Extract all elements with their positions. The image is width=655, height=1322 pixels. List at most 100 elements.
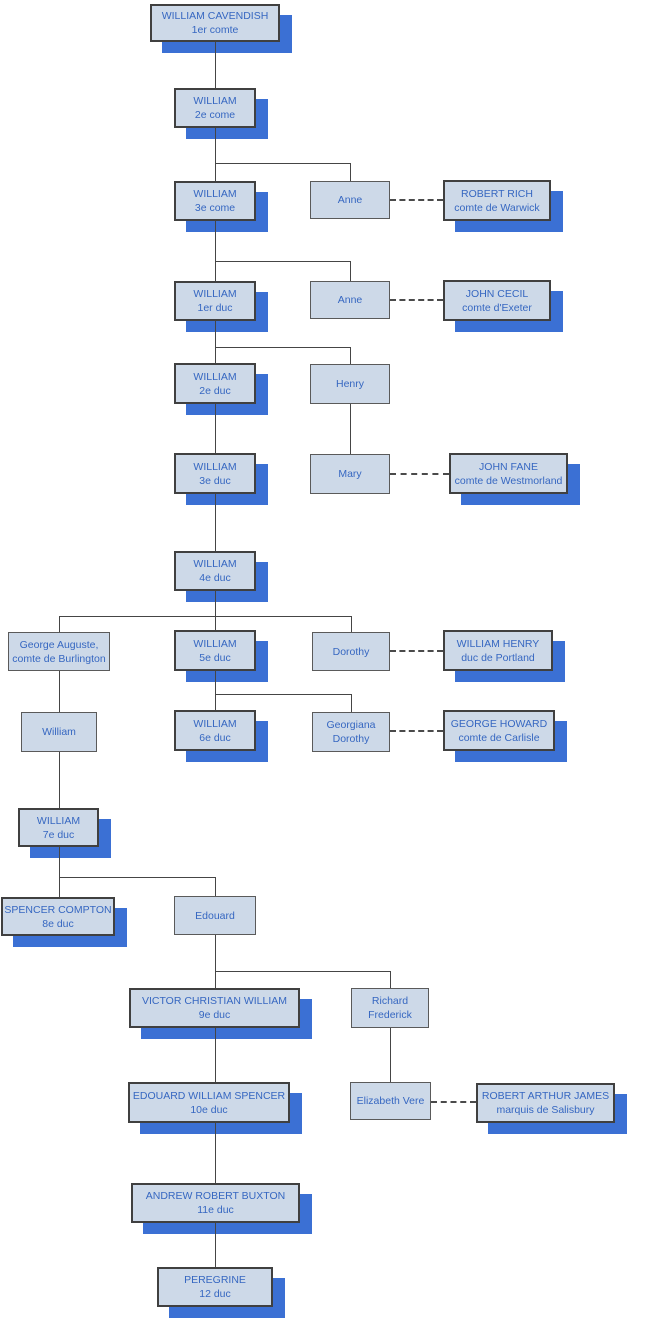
connector-line bbox=[215, 261, 350, 262]
node-william-7e-duc: WILLIAM 7e duc bbox=[18, 808, 99, 847]
connector-line bbox=[215, 971, 390, 972]
connector-line bbox=[215, 935, 216, 988]
connector-line bbox=[215, 128, 216, 181]
person-title: comte d'Exeter bbox=[462, 301, 532, 314]
person-name: SPENCER COMPTON bbox=[4, 903, 112, 916]
person-name: GEORGE HOWARD bbox=[450, 717, 548, 730]
person-title: 1er comte bbox=[191, 24, 239, 36]
person-name: WILLIAM bbox=[193, 95, 237, 107]
person-title: 2e duc bbox=[199, 384, 231, 397]
person-title: comte de Warwick bbox=[454, 201, 540, 214]
person-name: JOHN CECIL bbox=[465, 287, 529, 300]
person-title: comte de Westmorland bbox=[454, 474, 563, 487]
connector-line bbox=[390, 1028, 391, 1082]
node-william-fils: William bbox=[21, 712, 97, 752]
node-georgiana-dorothy: Georgiana Dorothy bbox=[312, 712, 390, 752]
person-name: Georgiana bbox=[326, 719, 376, 731]
person-name: Henry bbox=[335, 378, 364, 390]
connector-line bbox=[59, 877, 215, 878]
person-name: Anne bbox=[337, 294, 363, 306]
marriage-dashed-line bbox=[390, 199, 443, 201]
node-william-2e-come: WILLIAM 2e come bbox=[174, 88, 256, 128]
person-title: 6e duc bbox=[199, 731, 231, 744]
person-name: William bbox=[42, 726, 76, 738]
person-title: 4e duc bbox=[199, 572, 231, 584]
connector-line bbox=[215, 494, 216, 551]
node-mary: Mary bbox=[310, 454, 390, 494]
connector-line bbox=[59, 616, 60, 632]
node-george-howard: GEORGE HOWARD comte de Carlisle bbox=[443, 710, 555, 751]
person-title: comte de Carlisle bbox=[458, 731, 540, 744]
connector-line bbox=[215, 671, 216, 710]
connector-line bbox=[351, 694, 352, 712]
node-elizabeth-vere: Elizabeth Vere bbox=[350, 1082, 431, 1120]
connector-line bbox=[215, 591, 216, 630]
connector-line bbox=[350, 163, 351, 181]
node-george-auguste: George Auguste, comte de Burlington bbox=[8, 632, 110, 671]
node-anne-exeter: Anne bbox=[310, 281, 390, 319]
node-andrew-robert-buxton: ANDREW ROBERT BUXTON 11e duc bbox=[131, 1183, 300, 1223]
connector-line bbox=[215, 694, 351, 695]
person-title: Dorothy bbox=[332, 733, 370, 745]
person-name: Edouard bbox=[195, 909, 235, 922]
person-title: Frederick bbox=[368, 1009, 412, 1021]
person-title: 3e come bbox=[194, 202, 236, 214]
person-name: Elizabeth Vere bbox=[356, 1095, 425, 1107]
person-name: WILLIAM bbox=[193, 637, 237, 650]
node-victor-christian-william: VICTOR CHRISTIAN WILLIAM 9e duc bbox=[129, 988, 300, 1028]
node-william-1er-duc: WILLIAM 1er duc bbox=[174, 281, 256, 321]
person-name: WILLIAM bbox=[36, 814, 81, 827]
person-title: comte de Burlington bbox=[12, 652, 106, 665]
person-title: 9e duc bbox=[198, 1009, 231, 1021]
node-william-cavendish-1er-comte: WILLIAM CAVENDISH 1er comte bbox=[150, 4, 280, 42]
person-name: VICTOR CHRISTIAN WILLIAM bbox=[141, 995, 288, 1007]
connector-line bbox=[215, 404, 216, 453]
person-name: WILLIAM bbox=[193, 717, 237, 730]
person-title: 7e duc bbox=[42, 828, 75, 841]
connector-line bbox=[215, 221, 216, 281]
person-name: Richard bbox=[371, 995, 409, 1007]
node-john-fane: JOHN FANE comte de Westmorland bbox=[449, 453, 568, 494]
person-name: EDOUARD WILLIAM SPENCER bbox=[132, 1089, 286, 1102]
connector-line bbox=[215, 163, 350, 164]
node-spencer-compton: SPENCER COMPTON 8e duc bbox=[1, 897, 115, 936]
node-edouard-william-spencer: EDOUARD WILLIAM SPENCER 10e duc bbox=[128, 1082, 290, 1123]
node-william-2e-duc: WILLIAM 2e duc bbox=[174, 363, 256, 404]
connector-line bbox=[215, 1223, 216, 1267]
person-name: WILLIAM bbox=[193, 188, 237, 200]
connector-line bbox=[215, 42, 216, 88]
person-name: PEREGRINE bbox=[184, 1274, 246, 1286]
person-name: WILLIAM bbox=[193, 558, 237, 570]
person-title: 2e come bbox=[194, 109, 236, 121]
marriage-dashed-line bbox=[390, 473, 449, 475]
connector-line bbox=[59, 877, 60, 897]
connector-line bbox=[350, 347, 351, 364]
person-title: 5e duc bbox=[199, 651, 231, 664]
connector-line bbox=[215, 347, 350, 348]
person-name: WILLIAM bbox=[193, 460, 237, 473]
marriage-dashed-line bbox=[431, 1101, 476, 1103]
connector-line bbox=[390, 971, 391, 988]
person-title: 12 duc bbox=[199, 1288, 231, 1300]
person-title: 10e duc bbox=[190, 1103, 228, 1116]
node-henry: Henry bbox=[310, 364, 390, 404]
person-title: duc de Portland bbox=[461, 651, 535, 664]
person-name: WILLIAM bbox=[193, 288, 237, 300]
person-title: 11e duc bbox=[197, 1204, 234, 1216]
connector-line bbox=[59, 847, 60, 877]
node-william-henry: WILLIAM HENRY duc de Portland bbox=[443, 630, 553, 671]
marriage-dashed-line bbox=[390, 299, 443, 301]
person-name: George Auguste, bbox=[19, 638, 99, 651]
marriage-dashed-line bbox=[390, 650, 443, 652]
node-robert-arthur-james: ROBERT ARTHUR JAMES marquis de Salisbury bbox=[476, 1083, 615, 1123]
connector-line bbox=[215, 877, 216, 896]
node-william-6e-duc: WILLIAM 6e duc bbox=[174, 710, 256, 751]
person-title: 1er duc bbox=[197, 302, 233, 314]
person-title: 8e duc bbox=[42, 917, 74, 930]
node-william-3e-come: WILLIAM 3e come bbox=[174, 181, 256, 221]
node-robert-rich: ROBERT RICH comte de Warwick bbox=[443, 180, 551, 221]
node-john-cecil: JOHN CECIL comte d'Exeter bbox=[443, 280, 551, 321]
node-anne-warwick: Anne bbox=[310, 181, 390, 219]
connector-line bbox=[59, 616, 351, 617]
